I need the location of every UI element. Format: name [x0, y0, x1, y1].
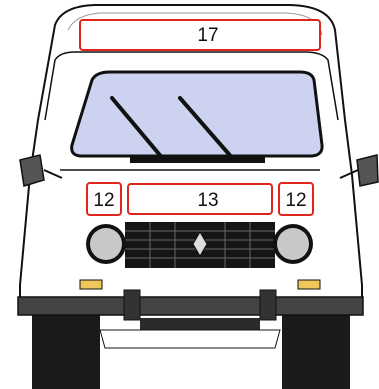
zone-right-grille: 12	[279, 183, 313, 215]
right-headlamp	[273, 224, 313, 264]
zone-left-grille-number: 12	[93, 190, 114, 211]
windshield	[72, 72, 322, 156]
zone-right-grille-number: 12	[285, 190, 306, 211]
zone-left-grille: 12	[87, 183, 121, 215]
left-indicator	[80, 280, 102, 289]
right-indicator	[298, 280, 320, 289]
zone-roof: 17	[80, 20, 320, 50]
zone-roof-number: 17	[197, 25, 218, 46]
left-headlamp	[86, 224, 126, 264]
zone-center-grille-number: 13	[197, 190, 218, 211]
zone-center-grille: 13	[128, 184, 272, 214]
